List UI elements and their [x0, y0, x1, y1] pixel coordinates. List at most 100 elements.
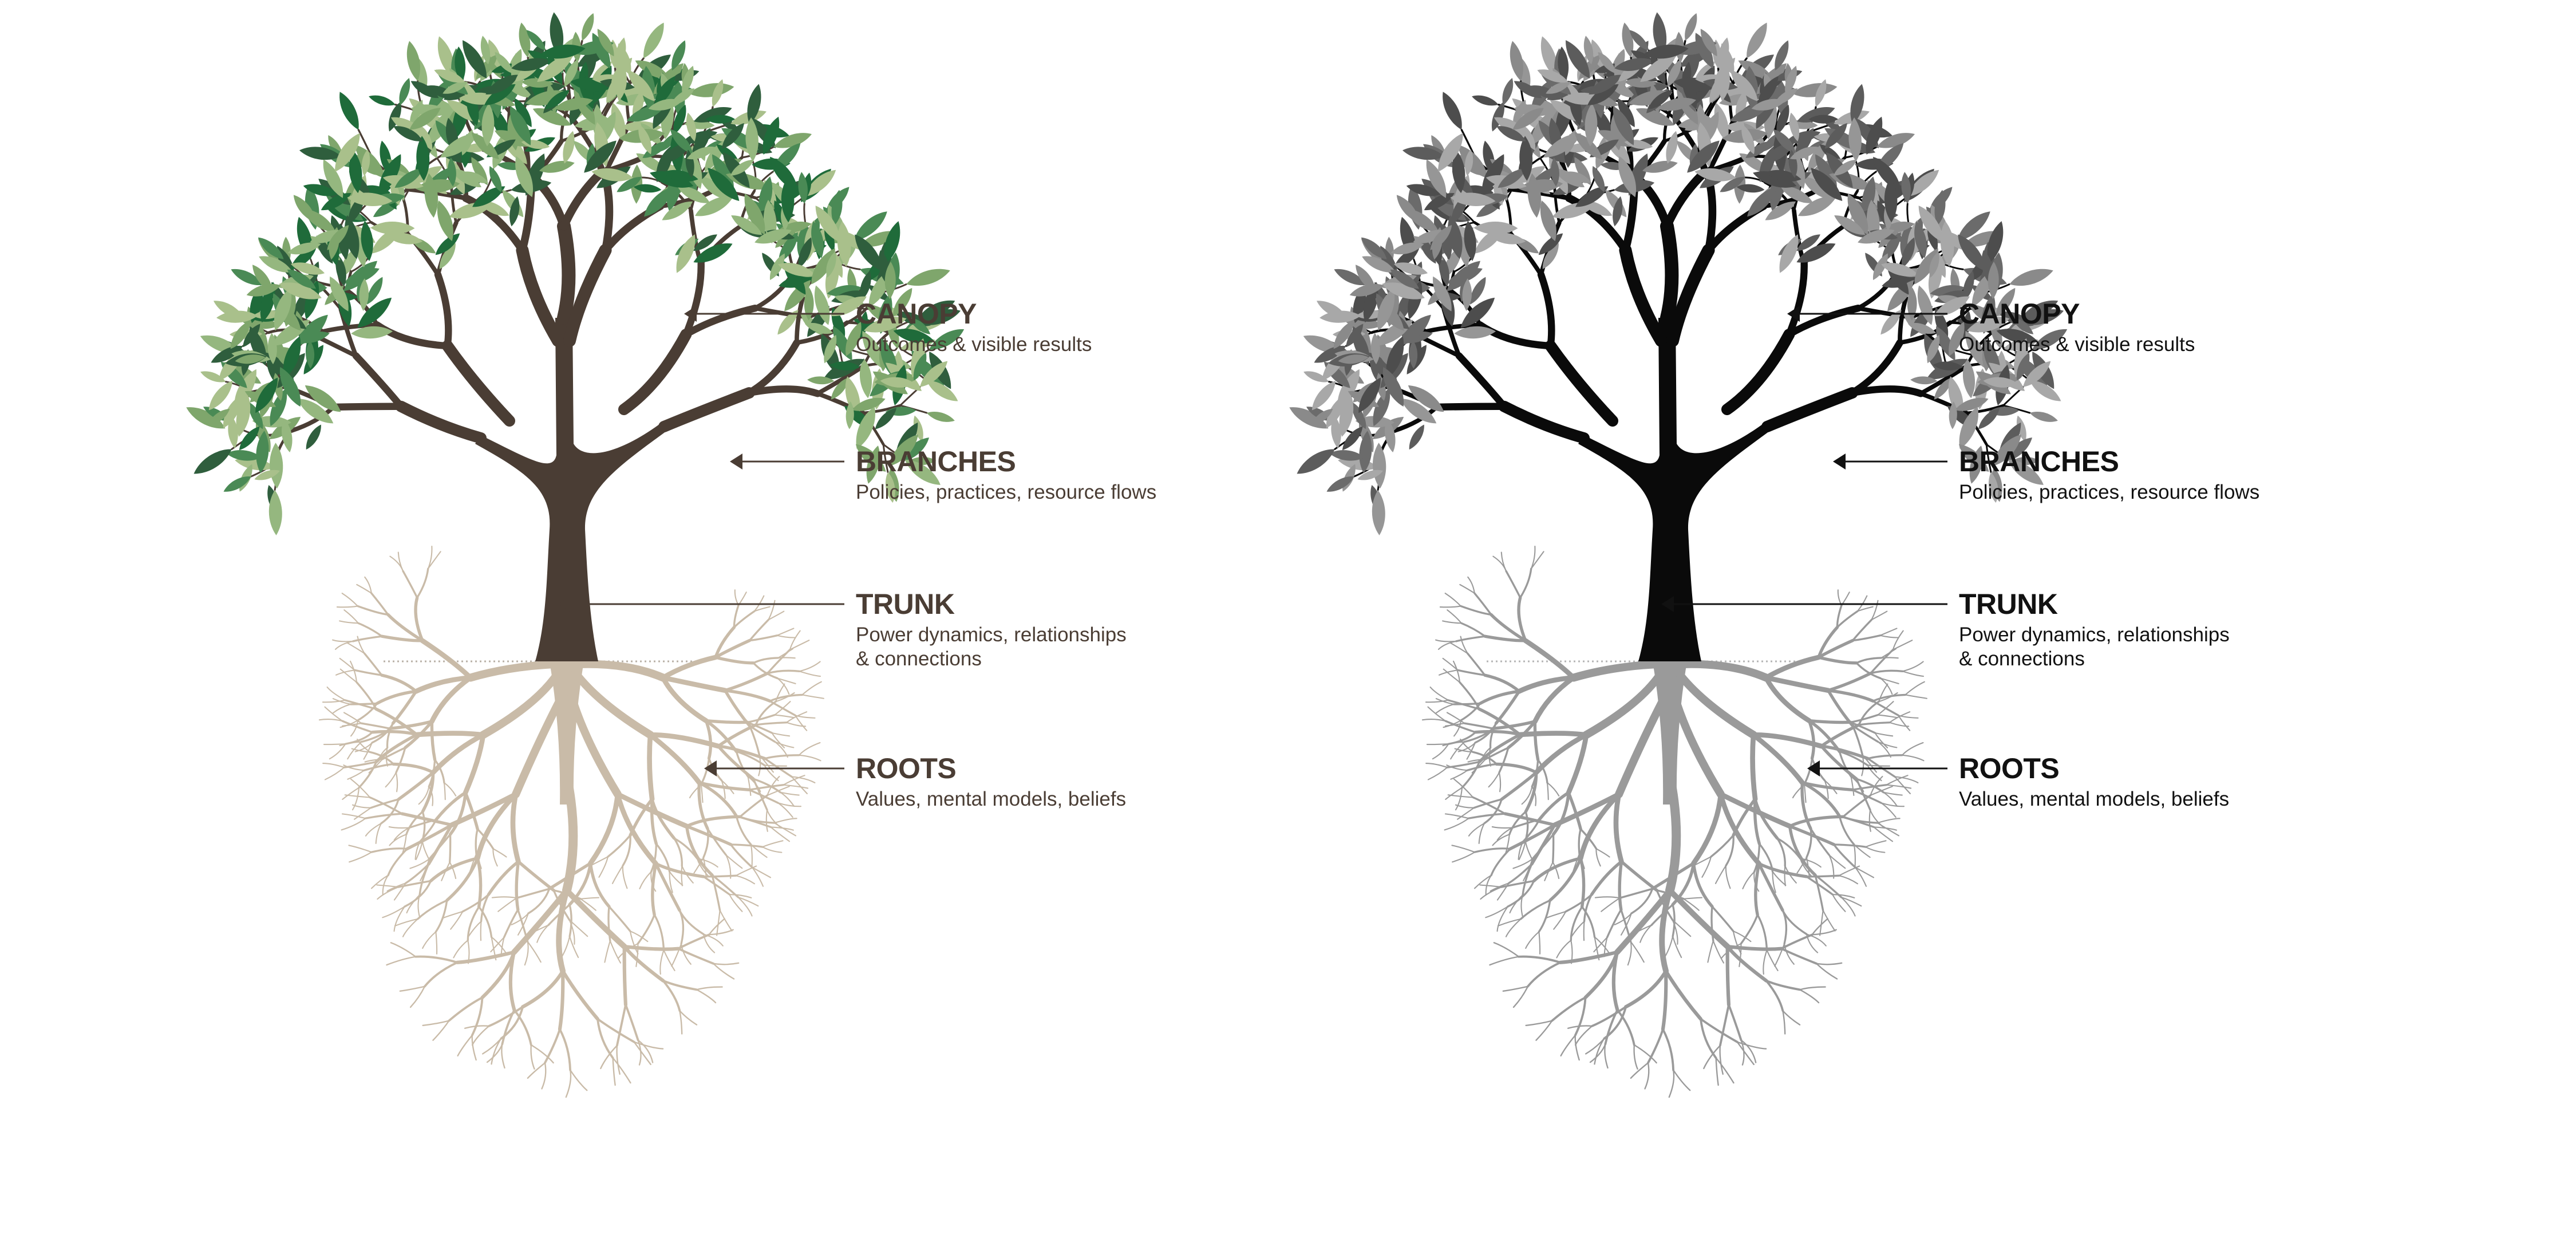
- root-segment: [350, 720, 359, 737]
- root-segment: [364, 576, 372, 594]
- root-segment: [604, 940, 611, 963]
- root-segment: [1633, 1044, 1638, 1070]
- root-segment: [1452, 660, 1460, 683]
- root-segment: [1826, 689, 1855, 728]
- leaf: [1796, 243, 1836, 263]
- root-segment: [1826, 672, 1872, 692]
- root-segment: [764, 764, 779, 782]
- root-segment: [492, 848, 498, 867]
- root-segment: [1725, 834, 1735, 867]
- root-segment: [611, 865, 624, 884]
- root-segment: [1672, 919, 1678, 945]
- root-segment: [1858, 700, 1880, 726]
- root-segment: [1546, 782, 1560, 797]
- root-segment: [1838, 815, 1875, 829]
- root-segment: [1582, 669, 1665, 739]
- leaf: [299, 147, 342, 160]
- root-segment: [332, 697, 351, 705]
- root-segment: [681, 865, 694, 884]
- root-segment: [1615, 692, 1669, 798]
- root-segment: [471, 1034, 477, 1061]
- leaf: [1338, 457, 1378, 471]
- leaf: [1963, 358, 1975, 399]
- leaf: [860, 271, 871, 301]
- leaf: [1329, 450, 1365, 461]
- leaf: [335, 133, 360, 172]
- root-segment: [418, 786, 430, 805]
- root-segment: [568, 861, 592, 906]
- root-segment: [1880, 802, 1905, 807]
- leaf: [236, 394, 251, 437]
- leaf: [831, 190, 843, 226]
- root-segment: [1855, 662, 1882, 680]
- root-segment: [358, 760, 377, 789]
- leaf: [1635, 108, 1674, 126]
- leaf: [1884, 178, 1898, 223]
- branch: [882, 443, 889, 474]
- label-desc-roots: Values, mental models, beliefs: [856, 788, 1126, 810]
- leaf: [406, 41, 421, 81]
- root-segment: [637, 1039, 654, 1063]
- leaf: [1390, 269, 1420, 289]
- root-segment: [417, 894, 421, 918]
- root-segment: [512, 692, 566, 798]
- root-segment: [1421, 719, 1446, 722]
- root-segment: [516, 860, 555, 892]
- leaf: [855, 234, 883, 271]
- root-segment: [561, 969, 600, 1021]
- canopy-leaves: [186, 12, 965, 535]
- root-segment: [1758, 842, 1774, 873]
- root-segment: [1505, 570, 1522, 599]
- root-segment: [1820, 744, 1858, 780]
- root-segment: [1700, 1018, 1717, 1059]
- root-segment: [1500, 551, 1507, 572]
- leaf: [283, 336, 301, 379]
- leaf: [676, 234, 696, 273]
- root-segment: [1639, 924, 1653, 943]
- leaf: [305, 385, 341, 412]
- root-segment: [349, 851, 373, 863]
- leaf: [231, 269, 263, 286]
- root-segment: [677, 947, 715, 965]
- root-segment: [1467, 576, 1475, 594]
- root-segment: [1457, 807, 1475, 820]
- root-segment: [568, 904, 572, 937]
- root-segment: [1650, 861, 1696, 890]
- root-segment: [1445, 787, 1463, 800]
- root-segment: [1736, 1041, 1767, 1050]
- branch: [862, 404, 902, 415]
- root-segment: [696, 986, 723, 991]
- leaf: [539, 160, 575, 173]
- root-segment: [716, 909, 721, 936]
- root-segment: [660, 654, 718, 680]
- leaf: [686, 112, 697, 142]
- leaf: [1747, 187, 1777, 217]
- leaf: [1785, 131, 1821, 144]
- root-segment: [1490, 882, 1510, 892]
- root-segment: [511, 888, 570, 955]
- root-segment: [1763, 675, 1831, 693]
- leaf: [904, 459, 941, 485]
- leaf: [1405, 208, 1439, 232]
- root-segment: [1718, 791, 1793, 829]
- root-segment: [1877, 701, 1894, 716]
- root-segment: [776, 628, 795, 636]
- leaf: [856, 407, 875, 449]
- leaf: [1519, 136, 1533, 181]
- leaf: [686, 147, 716, 160]
- leaf: [211, 345, 243, 363]
- root-segment: [399, 985, 426, 992]
- root-segment: [714, 638, 752, 659]
- label-desc-branches: Policies, practices, resource flows: [856, 481, 1156, 503]
- root-segment: [717, 744, 767, 760]
- root-segment: [397, 771, 435, 801]
- leaf: [1546, 81, 1571, 94]
- root-segment: [1538, 931, 1541, 955]
- root-segment: [764, 758, 793, 778]
- leaf: [758, 176, 773, 217]
- leaf: [1566, 171, 1591, 183]
- root-segment: [758, 754, 775, 773]
- leaf: [564, 59, 579, 87]
- root-segment: [1604, 1009, 1619, 1046]
- root-segment: [341, 818, 366, 831]
